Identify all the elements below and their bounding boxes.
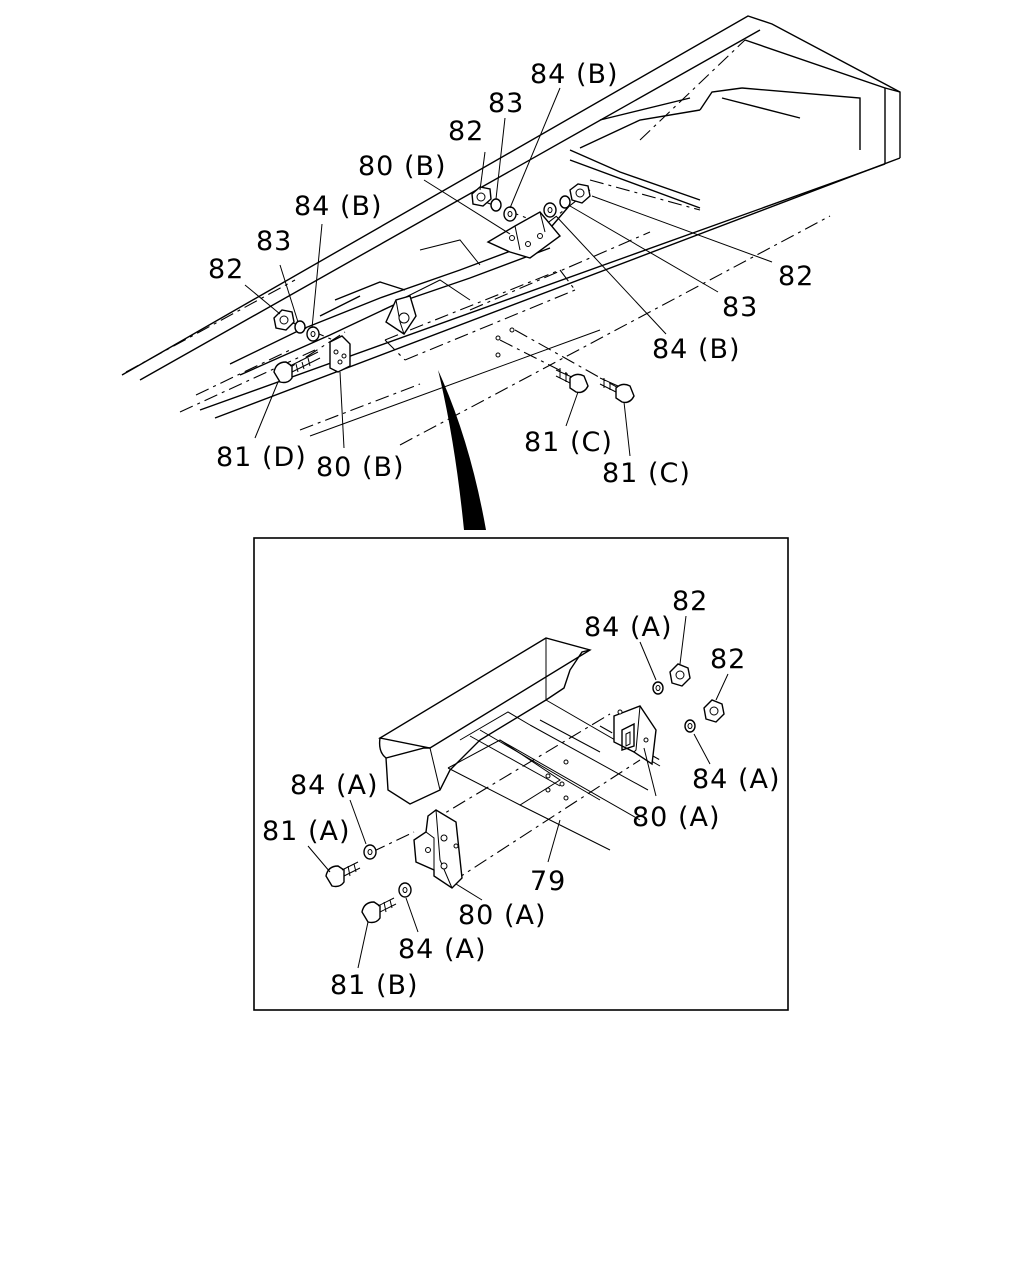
callout-81c-left: 81 (C) [524, 427, 613, 458]
callout-82-inset-right: 82 [710, 644, 746, 675]
callout-84a-inset-left: 84 (A) [290, 770, 378, 801]
callout-80a-left: 80 (A) [458, 900, 546, 931]
callout-84b-upper-mid: 84 (B) [530, 59, 619, 90]
callout-79: 79 [530, 866, 566, 897]
callout-84b-upper-left: 84 (B) [294, 191, 383, 222]
callout-84b-right: 84 (B) [652, 334, 741, 365]
leader-lines-upper [244, 87, 773, 457]
callout-81a: 81 (A) [262, 816, 350, 847]
callout-84a-inset-bottom: 84 (A) [398, 934, 486, 965]
bracket-80b-lower [329, 335, 351, 373]
callout-81c-right: 81 (C) [602, 458, 691, 489]
right-hardware [543, 183, 591, 218]
bracket-80a-right [613, 705, 657, 766]
inset-frame [253, 537, 789, 1011]
bolts-81c [555, 368, 635, 404]
callout-80b-lower: 80 (B) [316, 452, 405, 483]
inset-frame-section [371, 637, 661, 883]
upper-left-hardware [273, 309, 351, 384]
callouts-upper: 82 83 84 (B) 80 (B) 82 83 84 (B) 82 83 8… [208, 59, 814, 489]
callout-83-upper-left: 83 [256, 226, 292, 257]
detail-inset: 82 84 (A) 82 84 (A) 84 (A) 81 (A) 80 (A)… [253, 537, 789, 1011]
truck-frame [121, 15, 901, 530]
callout-82-right: 82 [778, 261, 814, 292]
bolt-icon [273, 361, 293, 384]
callout-80b-upper: 80 (B) [358, 151, 447, 182]
callout-82-upper-left: 82 [208, 254, 244, 285]
callout-84a-inset-top: 84 (A) [584, 612, 672, 643]
callout-81d: 81 (D) [216, 442, 307, 473]
callout-82-upper-mid: 82 [448, 116, 484, 147]
spring-washer-icon [294, 320, 306, 334]
bracket-80b-upper [486, 211, 562, 259]
spring-washer-icon [559, 195, 571, 209]
detail-arrow [438, 370, 486, 530]
upper-mid-hardware [471, 186, 562, 259]
callout-83-upper-mid: 83 [488, 88, 524, 119]
spring-washer-icon [490, 198, 502, 212]
callout-83-right: 83 [722, 292, 758, 323]
bolt-icon [569, 373, 589, 394]
bracket-80a-left [413, 809, 463, 889]
callout-81b: 81 (B) [330, 970, 419, 1001]
callout-84a-inset-right: 84 (A) [692, 764, 780, 795]
bolt-icon [615, 383, 635, 404]
callout-80a-right: 80 (A) [632, 802, 720, 833]
callout-82-inset-top: 82 [672, 586, 708, 617]
